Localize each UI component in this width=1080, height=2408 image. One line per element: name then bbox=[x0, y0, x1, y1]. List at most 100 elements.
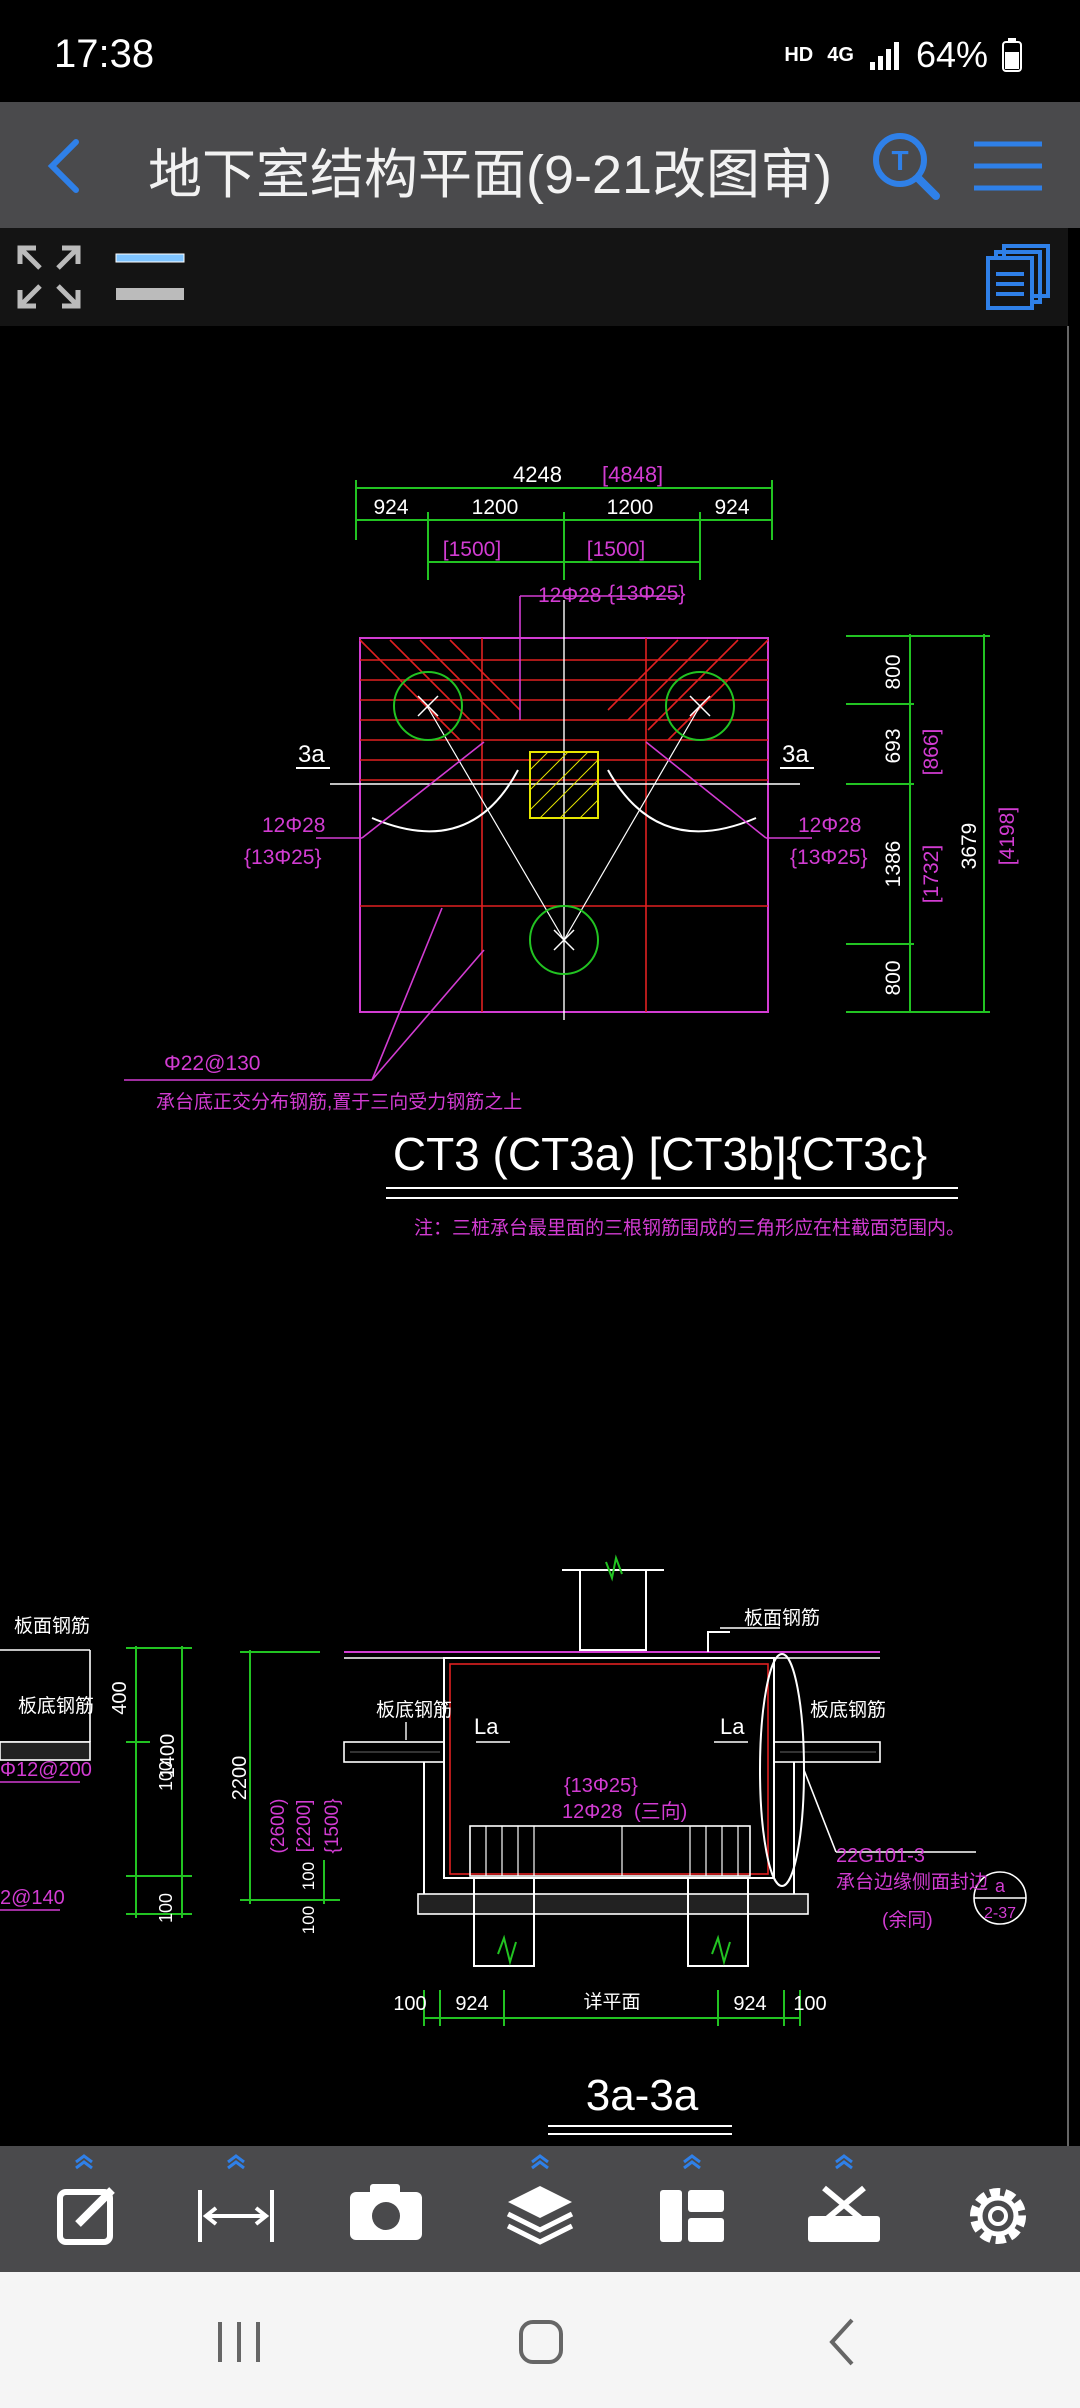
layers-button[interactable] bbox=[480, 2146, 600, 2272]
signal-icon bbox=[869, 42, 899, 70]
line-weight-icon[interactable] bbox=[112, 248, 188, 308]
home-icon bbox=[519, 2320, 563, 2364]
camera-button[interactable] bbox=[326, 2146, 446, 2272]
ldim-small-2: 100 bbox=[299, 1906, 318, 1934]
ldim-2200: 2200 bbox=[229, 1756, 251, 1801]
status-time: 17:38 bbox=[54, 32, 155, 76]
back-button[interactable] bbox=[30, 126, 110, 206]
measure-icon bbox=[198, 2154, 274, 2242]
rebar-right: 12Φ28 bbox=[798, 814, 861, 837]
home-button[interactable] bbox=[496, 2302, 586, 2382]
layout-button[interactable] bbox=[632, 2146, 752, 2272]
section-title: 3a-3a bbox=[586, 2071, 699, 2120]
recent-apps-button[interactable] bbox=[194, 2302, 284, 2382]
plan-note: 注：三桩承台最里面的三根钢筋围成的三角形应在柱截面范围内。 bbox=[414, 1217, 965, 1239]
sec-rebar-alt: {13Φ25} bbox=[564, 1775, 638, 1797]
rdim-total-alt: [4198] bbox=[996, 807, 1019, 865]
sec-la-left: La bbox=[474, 1714, 499, 1739]
drawing-canvas[interactable]: 4248 [4848] 924 1200 1200 924 [1500] [15… bbox=[0, 326, 1080, 2146]
bdim-4: 924 bbox=[733, 1993, 766, 2015]
left-bar-2: 2@140 bbox=[0, 1887, 65, 1909]
sec-ref-note2: (余同) bbox=[882, 1909, 933, 1931]
sec-bottom-rebar-right: 板底钢筋 bbox=[810, 1699, 886, 1721]
fullscreen-icon[interactable] bbox=[14, 242, 84, 312]
battery-icon bbox=[1002, 38, 1022, 72]
ldim-alt-1: (2600) bbox=[268, 1799, 289, 1854]
sec-rebar-note: (三向) bbox=[634, 1800, 687, 1823]
rebar-right-alt: {13Φ25} bbox=[790, 846, 868, 869]
rdim-1: 800 bbox=[882, 654, 905, 689]
status-bar: 17:38 HD 4G 64% bbox=[0, 0, 1080, 102]
ldim-alt-3: {1500} bbox=[322, 1799, 343, 1854]
text-search-icon: T bbox=[873, 133, 940, 200]
sheets-icon[interactable] bbox=[984, 242, 1054, 312]
rdim-total: 3679 bbox=[958, 823, 981, 870]
left-top-rebar: 板面钢筋 bbox=[14, 1615, 90, 1637]
dim-alt-1: [1500] bbox=[443, 538, 501, 561]
network-indicator: 4G bbox=[827, 43, 854, 66]
ldim-alt-2: [2200] bbox=[294, 1800, 315, 1853]
layout-icon bbox=[660, 2154, 724, 2242]
plan-body: 3a 3a 12Φ28 {13Φ25} 12Φ28 {13Φ25} 12Φ28 … bbox=[124, 582, 868, 1113]
battery-percent: 64% bbox=[915, 34, 988, 75]
tools-button[interactable] bbox=[784, 2146, 904, 2272]
view-toolbar bbox=[0, 228, 1068, 326]
section-view: 板底钢筋 板面钢筋 板底钢筋 La La {13Φ25} 12Φ28 (三向) … bbox=[0, 1554, 1027, 2135]
hamburger-icon bbox=[974, 141, 1042, 191]
bdim-3: 详平面 bbox=[583, 1991, 640, 2013]
app-bar: 地下室结构平面(9-21改图审) T bbox=[0, 102, 1080, 228]
back-arrow-icon bbox=[47, 139, 79, 193]
detail-circle-top: a bbox=[995, 1876, 1006, 1896]
sec-ref-note1: 承台边缘侧面封边 bbox=[836, 1871, 988, 1893]
dim-seg-3: 1200 bbox=[607, 496, 654, 519]
ldim-small-1: 100 bbox=[299, 1862, 318, 1890]
plan-right-dimensions: 800 693 1386 800 [866] [1732] 3679 [4198… bbox=[846, 634, 1019, 1013]
left-bar-1: Φ12@200 bbox=[0, 1759, 92, 1781]
cad-drawing: 4248 [4848] 924 1200 1200 924 [1500] [15… bbox=[0, 326, 1069, 2146]
section-mark-right: 3a bbox=[782, 741, 809, 768]
rdim-4: 800 bbox=[882, 960, 905, 995]
rdim-2: 693 bbox=[882, 728, 905, 763]
dist-bar: Φ22@130 bbox=[164, 1052, 260, 1075]
toolbox-icon bbox=[808, 2154, 880, 2242]
gear-icon bbox=[970, 2188, 1026, 2244]
system-back-button[interactable] bbox=[798, 2302, 888, 2382]
status-icons: HD 4G 64% bbox=[784, 34, 1022, 76]
annotate-button[interactable] bbox=[24, 2146, 144, 2272]
left-bottom-rebar: 板底钢筋 bbox=[18, 1695, 94, 1717]
rebar-top-alt: {13Φ25} bbox=[608, 582, 686, 605]
sec-bottom-rebar-left: 板底钢筋 bbox=[376, 1699, 452, 1721]
page-title: 地下室结构平面(9-21改图审) bbox=[148, 145, 833, 205]
ldim-1400: 1400 bbox=[157, 1734, 179, 1779]
rdim-alt-2: [1732] bbox=[920, 845, 943, 903]
measure-button[interactable] bbox=[176, 2146, 296, 2272]
edit-icon bbox=[57, 2154, 115, 2245]
bdim-5: 100 bbox=[793, 1993, 826, 2015]
bdim-2: 924 bbox=[455, 1993, 488, 2015]
rebar-left: 12Φ28 bbox=[262, 814, 325, 837]
ldim-100b: 100 bbox=[156, 1893, 176, 1923]
settings-button[interactable] bbox=[938, 2146, 1058, 2272]
dim-total: 4248 bbox=[513, 462, 562, 487]
dim-seg-1: 924 bbox=[373, 496, 408, 519]
layers-icon bbox=[506, 2154, 574, 2245]
rdim-alt-1: [866] bbox=[920, 729, 943, 776]
section-mark-left: 3a bbox=[298, 741, 325, 768]
ldim-100a: 100 bbox=[156, 1761, 176, 1791]
sec-ref: 22G101-3 bbox=[836, 1845, 925, 1867]
rebar-left-alt: {13Φ25} bbox=[244, 846, 322, 869]
plan-top-dimensions: 4248 [4848] 924 1200 1200 924 [1500] [15… bbox=[355, 462, 773, 580]
back-icon bbox=[829, 2318, 854, 2366]
plan-title: CT3 (CT3a) [CT3b]{CT3c} bbox=[393, 1128, 927, 1180]
text-search-button[interactable]: T bbox=[866, 126, 946, 206]
dim-seg-4: 924 bbox=[714, 496, 749, 519]
menu-button[interactable] bbox=[968, 126, 1048, 206]
bottom-toolbar bbox=[0, 2146, 1080, 2272]
detail-circle-bottom: 2-37 bbox=[984, 1905, 1016, 1922]
recents-icon bbox=[218, 2322, 260, 2362]
svg-text:T: T bbox=[891, 145, 908, 176]
rdim-3: 1386 bbox=[882, 841, 905, 888]
system-nav-bar bbox=[0, 2272, 1080, 2408]
dim-seg-2: 1200 bbox=[472, 496, 519, 519]
rebar-top: 12Φ28 bbox=[538, 584, 601, 607]
